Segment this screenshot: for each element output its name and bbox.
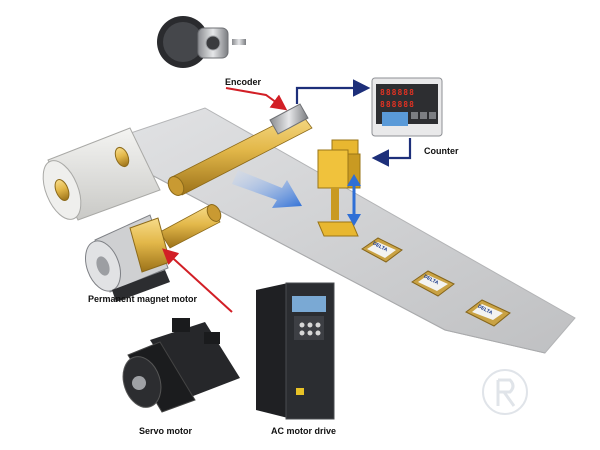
- encoder-label: Encoder: [225, 77, 262, 87]
- counter-to-sensor-arrow: [371, 138, 412, 167]
- sensor-icon: [317, 139, 361, 237]
- material-roll: [42, 127, 161, 221]
- motor-pointer-arrow: [162, 248, 233, 313]
- watermark-logo: [482, 369, 528, 415]
- vertical-motion-arrow: [347, 174, 361, 226]
- package-3: [465, 299, 511, 327]
- encoder-icon: [157, 16, 246, 68]
- pm-motor-icon: [85, 214, 171, 302]
- counter-display-row-1: 888888: [380, 88, 415, 97]
- package-1: [361, 237, 403, 263]
- upper-roller: [167, 103, 313, 196]
- servo-motor-icon: [122, 318, 240, 413]
- ac-drive-icon: [256, 282, 335, 420]
- servo-motor-label: Servo motor: [139, 426, 193, 436]
- counter-label: Counter: [424, 146, 459, 156]
- pm-motor-label: Permanent magnet motor: [88, 294, 198, 304]
- counter-display-row-2: 888888: [380, 100, 415, 109]
- counter-icon: [371, 77, 443, 137]
- encoder-pointer-arrow: [225, 87, 288, 111]
- belt-direction-arrow: [232, 170, 302, 208]
- lower-roller: [159, 204, 222, 249]
- package-2: [411, 270, 455, 297]
- ac-drive-label: AC motor drive: [271, 426, 337, 436]
- encoder-to-counter-arrow: [295, 79, 371, 104]
